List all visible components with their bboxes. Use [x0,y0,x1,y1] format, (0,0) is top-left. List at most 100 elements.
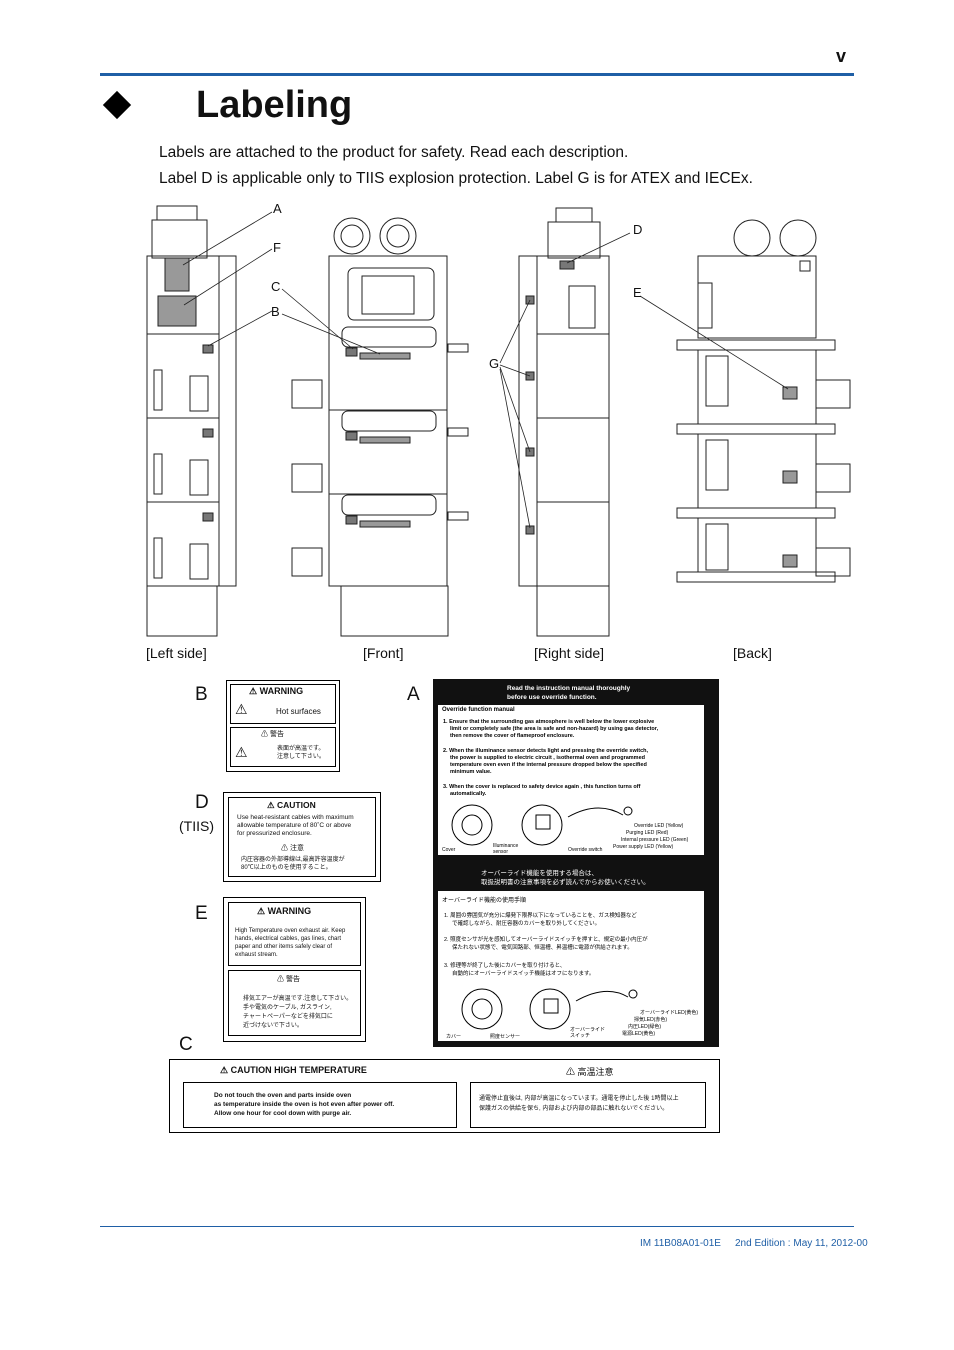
label-c-text-2: as temperature inside the oven is hot ev… [214,1101,395,1108]
label-e-jp-text-2: 手や電気のケーブル, ガスライン, [243,1005,332,1011]
label-b: ⚠ WARNING ⚠ Hot surfaces ⚠ 警告 ⚠ 表面が高温です。… [226,680,340,772]
jstep-2a: 2. 照度センサが光を感知してオーバーライドスイッチを押すと、規定の最小内圧が [444,937,648,943]
step-1b: limit or completely safe (the area is sa… [450,726,659,732]
label-d-caution: CAUTION [277,800,316,810]
warning-icon: ⚠ [249,686,258,696]
label-e-jp-warning: 警告 [285,976,300,983]
label-b-jp-warning: 警告 [269,731,284,738]
label-b-jp-text-1: 表面が高温です。 [277,746,325,752]
caution-icon: ⚠ [267,800,275,810]
diagram-led-4: Power supply LED (Yellow) [613,844,674,850]
diagram-switch: Override switch [568,847,603,853]
label-c-jp-text-1: 通電停止直後は, 内部が高温になっています。通電を停止した後 1時間以上 [479,1096,679,1102]
doc-id: IM 11B08A01-01E [640,1238,721,1249]
label-d-sub: (TIIS) [179,818,214,834]
step-2b: the power is supplied to electric circui… [450,755,645,761]
label-a-head-2: before use override function. [507,694,597,701]
page-number: v [836,46,847,66]
step-2a: 2. When the illuminance sensor detects l… [443,748,649,754]
label-e-text-4: exhaust stream. [235,952,278,958]
diagram-led-3: Internal pressure LED (Green) [621,837,689,843]
label-a: Read the instruction manual thoroughly b… [433,679,719,1047]
jdiagram-led-3: 内圧LED(緑色) [628,1024,662,1030]
hot-surface-icon: ⚠ [235,744,248,760]
label-e-jp-text-1: 排気エアーが高温です.注意して下さい。 [243,996,353,1002]
label-e-text-3: paper and other items safely clear of [235,944,333,950]
diagram-led-1: Override LED (Yellow) [634,823,684,829]
label-c-jp-text-2: 保護ガスの供給を保ち, 内部および内部の部品に触れないでください。 [479,1106,669,1112]
callout-g: G [489,356,500,371]
left-side-view [146,205,237,637]
label-d-text-2: allowable temperature of 80˚C or above [237,822,352,829]
step-1a: 1. Ensure that the surrounding gas atmos… [443,719,655,725]
jstep-3a: 3. 修理等が終了した後にカバーを取り付けると、 [444,963,566,969]
diagram-sensor: Illuminance sensor [493,843,519,855]
label-e-jp-text-4: 近づけないで下さい。 [243,1023,303,1029]
label-d-text-1: Use heat-resistant cables with maximum [237,814,354,821]
jdiagram-led-2: 掃気LED(赤色) [634,1017,668,1023]
jstep-3b: 自動的にオーバーライドスイッチ機能はオフになります。 [452,971,595,977]
label-a-panel-jp: オーバーライド機能の使用手順 1. 周囲の雰囲気が充分に爆発下限界以下になってい… [438,891,704,1041]
label-a-letter: A [407,684,420,705]
view-label-front: [Front] [363,645,404,661]
right-side-view [518,207,610,637]
jstep-1a: 1. 周囲の雰囲気が充分に爆発下限界以下になっていることを、ガス検知器など [444,913,637,919]
hot-surface-icon: ⚠ [235,701,248,717]
jstep-2b: 保たれない状態で、電気回路部、恒温槽、昇温槽に電源が供給されます。 [452,945,633,951]
callout-b: B [271,304,280,319]
label-c-text-3: Allow one hour for cool down with purge … [214,1110,352,1117]
step-1c: then remove the cover of flameproof encl… [450,733,575,739]
label-c-caution: CAUTION HIGH TEMPERATURE [230,1065,367,1075]
label-c-jp-box: 通電停止直後は, 内部が高温になっています。通電を停止した後 1時間以上 保護ガ… [470,1082,706,1128]
jstep-1b: で確認しながら、耐圧容器のカバーを取り外してください。 [452,921,601,927]
view-label-left: [Left side] [146,645,207,661]
callout-e: E [633,285,642,300]
label-c-letter: C [179,1034,193,1055]
label-e-text-2: hands, electrical cables, gas lines, cha… [235,936,342,942]
callout-d: D [633,222,643,237]
footer-rule [100,1226,854,1227]
page-title: Labeling [196,84,353,126]
view-label-back: [Back] [733,645,772,661]
label-c-en-box: Do not touch the oven and parts inside o… [183,1082,457,1128]
warning-icon: ⚠ [257,906,266,916]
jdiagram-led-1: オーバーライドLED(黄色) [640,1010,699,1016]
label-d-jp-text-2: 80℃以上のものを使用すること。 [241,865,332,871]
label-d-text-3: for pressurized enclosure. [237,830,312,837]
override-diagram [451,804,633,846]
label-e: ⚠ WARNING High Temperature oven exhaust … [223,897,366,1042]
step-3a: 3. When the cover is replaced to safety … [443,784,641,790]
label-c-jp-caution: 高温注意 [577,1067,614,1077]
diagram-led-2: Purging LED (Red) [626,830,669,836]
label-b-letter: B [195,684,208,705]
intro-line-2: Label D is applicable only to TIIS explo… [159,170,753,187]
back-view [676,219,851,583]
label-e-text-1: High Temperature oven exhaust air. Keep [235,928,346,934]
label-a-panel-en: Override function manual 1. Ensure that … [438,705,704,855]
label-b-text: Hot surfaces [276,707,321,716]
caution-icon: ⚠ [220,1065,229,1075]
view-label-right: [Right side] [534,645,605,661]
label-a-jhead-2: 取扱説明書の注意事項を必ず読んでからお使いください。 [481,879,650,886]
step-3b: automatically. [450,791,487,797]
label-d-jp-caution: 注意 [289,845,304,852]
label-a-head-1: Read the instruction manual thoroughly [507,685,631,692]
warning-icon: ⚠ [261,731,268,738]
label-a-jhead-1: オーバーライド機能を使用する場合は、 [481,870,598,877]
jdiagram-switch: オーバーライドスイッチ [570,1027,605,1039]
step-2d: minimum value. [450,769,492,775]
label-c-text-1: Do not touch the oven and parts inside o… [214,1092,352,1099]
jdiagram-cover: カバー [446,1034,462,1040]
caution-icon: ⚠ [566,1067,576,1077]
jdiagram-led-4: 電源LED(黄色) [622,1031,656,1037]
label-e-letter: E [195,903,208,924]
step-2c: temperature oven even if the internal pr… [450,762,647,768]
header-rule [100,73,854,76]
label-a-panel-title: Override function manual [442,707,515,713]
label-a-jpanel-title: オーバーライド機能の使用手順 [442,898,526,904]
label-b-warning: WARNING [259,686,304,696]
label-e-warning: WARNING [267,906,312,916]
intro-line-1: Labels are attached to the product for s… [159,144,629,161]
